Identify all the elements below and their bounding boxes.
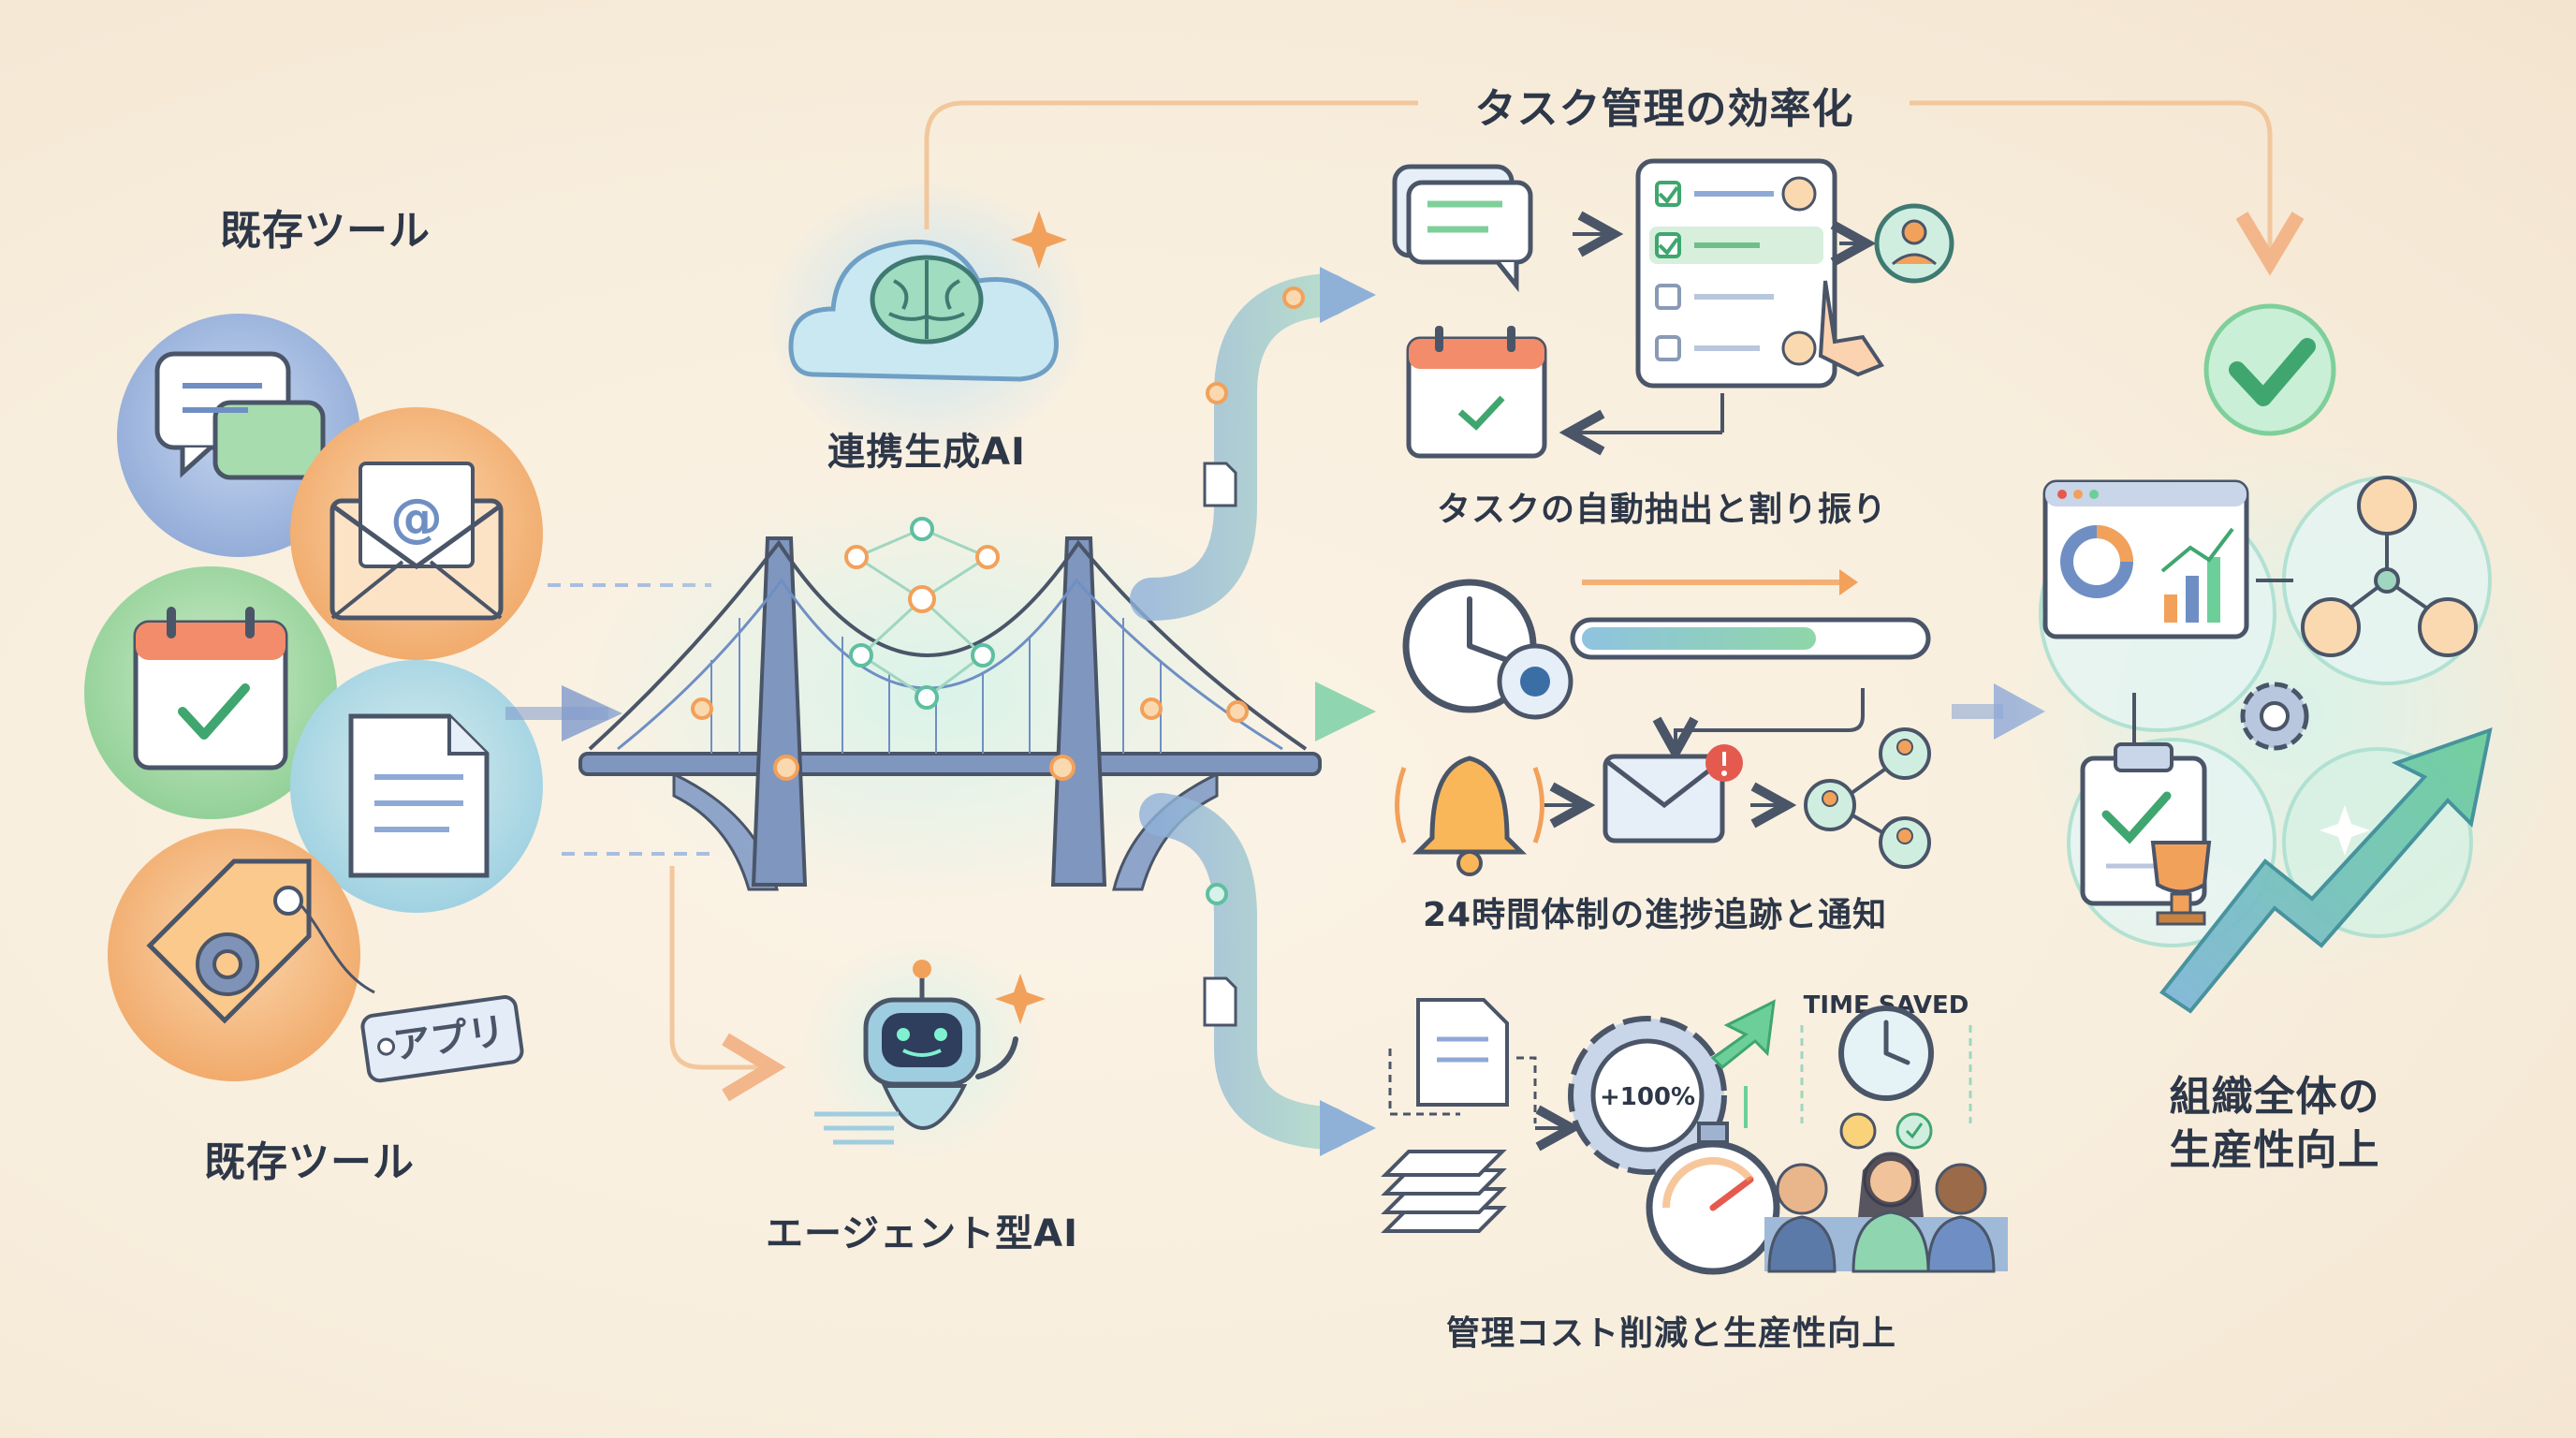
growth-arrow-icon	[1710, 999, 1776, 1070]
app-label-tag: アプリ	[360, 995, 524, 1083]
percent-badge-text: +100%	[1600, 1083, 1695, 1111]
brain-icon	[870, 255, 984, 345]
email-envelope-icon: @	[329, 462, 504, 621]
org-productivity-line1-label: 組織全体の	[2169, 1073, 2380, 1121]
progress-tracking-section	[1395, 569, 1931, 876]
clock-eye-icon	[1402, 579, 1573, 720]
checklist-board-icon	[1635, 158, 1837, 389]
calendar-icon	[1406, 326, 1547, 459]
existing-tools-bottom-label: 既存ツール	[204, 1138, 415, 1186]
cost-reduction-section: +100% TIME SAVED	[1381, 991, 2008, 1275]
bridge-hub	[578, 477, 1322, 908]
chat-bubble-icon	[1392, 164, 1533, 293]
cost-reduction-label: 管理コスト削減と生産性向上	[1446, 1314, 1897, 1353]
agent-ai-label: エージェント型AI	[765, 1212, 1079, 1255]
sparkle-icon	[1011, 211, 1067, 269]
document-icon	[1416, 998, 1509, 1107]
growth-trend-arrow-icon	[2159, 726, 2493, 1014]
efficiency-connector	[924, 100, 2305, 276]
user-avatar-icon	[1874, 203, 1954, 284]
generative-ai-label: 連携生成AI	[827, 431, 1026, 474]
smiley-face-icon	[1839, 1112, 1877, 1150]
efficiency-header-label: タスク管理の効率化	[1474, 85, 1854, 133]
progress-bar	[1570, 617, 1931, 660]
chat-bubble-icon	[154, 351, 326, 480]
org-productivity-cluster	[2012, 303, 2574, 1014]
notification-bell-icon	[1395, 756, 1544, 876]
calendar-check-icon	[133, 607, 288, 770]
document-icon	[348, 713, 490, 878]
svg-text:@: @	[390, 488, 443, 549]
app-tag-icon	[146, 858, 375, 1024]
check-badge-icon	[1895, 1112, 1933, 1150]
pointer-hand-icon	[1818, 280, 1885, 377]
task-extraction-section	[1392, 158, 1954, 459]
agent-ai-robot	[800, 936, 1046, 1161]
org-productivity-line2-label: 生産性向上	[2169, 1126, 2380, 1174]
gear-percent-icon: +100%	[1568, 1016, 1727, 1175]
generative-ai-cloud	[763, 178, 1090, 459]
progress-tracking-label: 24時間体制の進捗追跡と通知	[1423, 896, 1888, 934]
stopwatch-icon	[1646, 1122, 1780, 1275]
time-saved-clock-icon: TIME SAVED	[1804, 991, 1969, 1101]
share-users-icon	[1804, 727, 1931, 869]
trophy-icon	[2150, 841, 2212, 926]
gear-icon	[196, 932, 259, 996]
email-alert-icon	[1603, 744, 1743, 844]
output-flow-roads	[1130, 267, 1376, 1156]
dashboard-window-icon	[2042, 479, 2249, 639]
gear-icon	[2240, 682, 2309, 751]
big-checkmark-icon	[2203, 303, 2336, 436]
task-extraction-label: タスクの自動抽出と割り振り	[1437, 491, 1888, 529]
paper-stack-icon	[1381, 1150, 1507, 1233]
team-network-icon	[2301, 476, 2478, 657]
existing-tools-cluster: @	[84, 314, 543, 1083]
team-people-icon	[1764, 1152, 2008, 1273]
existing-tools-top-label: 既存ツール	[220, 207, 431, 255]
